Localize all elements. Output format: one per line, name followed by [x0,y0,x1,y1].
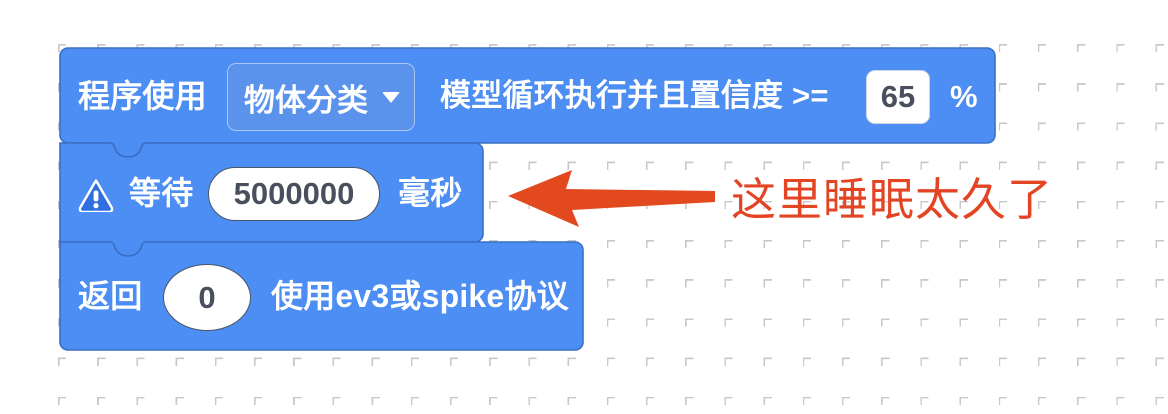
model-type-dropdown-value: 物体分类 [244,82,368,118]
model-loop-prefix-label: 程序使用 [78,78,207,114]
return-suffix-label: 使用ev3或spike协议 [271,278,569,314]
confidence-threshold-value: 65 [880,79,916,114]
model-loop-middle-label: 模型循环执行并且置信度 >= [440,78,829,113]
wait-suffix-label: 毫秒 [398,175,463,211]
wait-duration-input[interactable]: 5000000 [208,167,380,221]
return-prefix-label: 返回 [78,278,143,314]
confidence-threshold-input[interactable]: 65 [866,70,930,124]
model-type-dropdown[interactable]: 物体分类 [227,63,415,131]
return-value-input[interactable]: 0 [163,264,251,331]
warning-triangle-icon [78,179,114,212]
annotation-arrow [508,170,715,227]
wait-duration-value: 5000000 [233,176,355,211]
return-value-text: 0 [198,279,216,315]
annotation-text: 这里睡眠太久了 [731,174,1054,225]
percent-sign-label: % [950,79,978,114]
chevron-down-icon [382,91,400,103]
wait-prefix-label: 等待 [129,175,194,211]
